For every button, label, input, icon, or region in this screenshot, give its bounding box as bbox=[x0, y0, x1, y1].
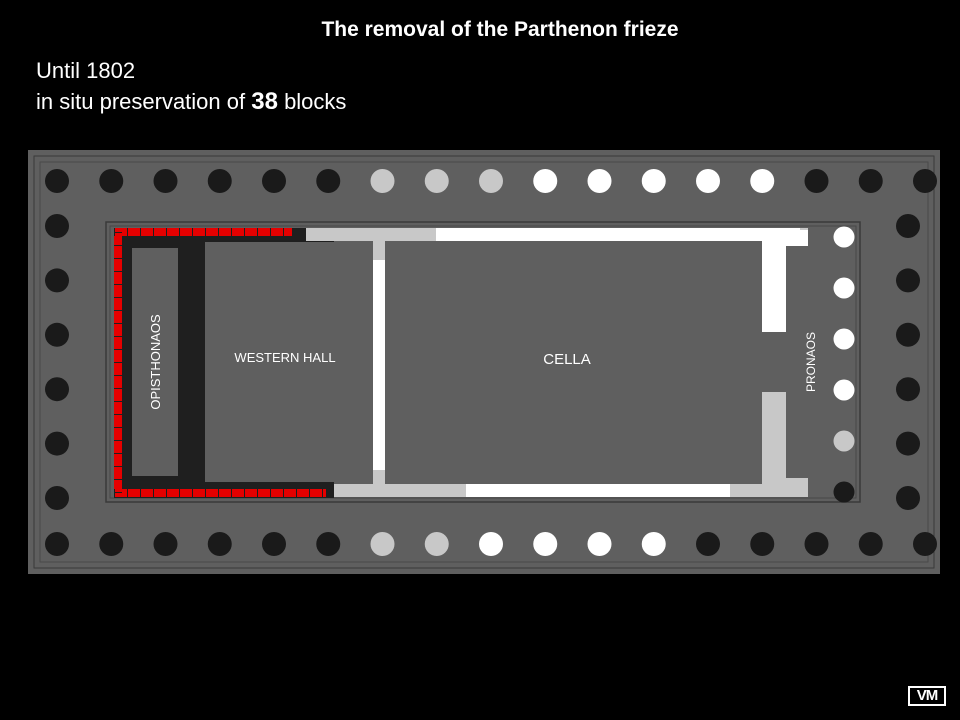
column-pronaos bbox=[833, 430, 855, 452]
column-south bbox=[641, 532, 666, 556]
west-cross-wall-grey-bottom bbox=[373, 470, 385, 484]
column-north bbox=[696, 169, 720, 193]
column-south bbox=[804, 532, 829, 556]
frieze-in-situ-group bbox=[114, 228, 326, 497]
east-anta-bottom bbox=[786, 478, 808, 497]
stylobate-inner-line-2 bbox=[39, 161, 929, 563]
opisthonaos-room bbox=[132, 248, 178, 476]
column-west bbox=[45, 377, 69, 402]
column-north bbox=[153, 169, 178, 193]
south-frieze-white bbox=[466, 484, 730, 497]
label-western-hall: WESTERN HALL bbox=[234, 350, 335, 365]
column-south bbox=[370, 532, 395, 556]
label-pronaos: PRONAOS bbox=[804, 332, 818, 392]
south-frieze-grey bbox=[334, 484, 466, 497]
column-north bbox=[262, 169, 286, 193]
slide-title: The removal of the Parthenon frieze bbox=[321, 18, 679, 41]
column-pronaos bbox=[833, 328, 855, 350]
frieze-in-situ-south bbox=[114, 489, 326, 497]
column-west bbox=[45, 214, 69, 238]
column-west bbox=[45, 431, 69, 456]
column-south bbox=[207, 532, 232, 556]
column-south bbox=[587, 532, 612, 556]
column-north bbox=[45, 169, 69, 193]
column-east bbox=[896, 377, 920, 402]
column-north bbox=[913, 169, 937, 193]
frieze-in-situ-north bbox=[114, 228, 292, 236]
column-north bbox=[641, 169, 666, 193]
column-south bbox=[99, 532, 124, 556]
column-north bbox=[479, 169, 503, 193]
column-south bbox=[913, 532, 937, 556]
naos-outline-inner bbox=[109, 225, 857, 499]
east-anta-top bbox=[786, 230, 808, 246]
label-opisthonaos: OPISTHONAOS bbox=[148, 314, 163, 410]
column-north bbox=[99, 169, 124, 193]
column-north bbox=[370, 169, 395, 193]
stylobate-inner-line bbox=[33, 155, 935, 569]
column-pronaos bbox=[833, 379, 855, 401]
naos-outline bbox=[105, 221, 861, 503]
north-frieze-white bbox=[436, 228, 808, 241]
vm-logo: VM bbox=[908, 686, 946, 706]
subtitle-blocks: in situ preservation of 38 blocks bbox=[36, 88, 346, 116]
east-wall-lower bbox=[762, 392, 786, 484]
column-east bbox=[896, 322, 920, 347]
column-north bbox=[533, 169, 558, 193]
column-west bbox=[45, 322, 69, 347]
column-north bbox=[316, 169, 341, 193]
column-south bbox=[696, 532, 720, 556]
west-cross-wall bbox=[373, 238, 385, 484]
column-south bbox=[262, 532, 286, 556]
column-south bbox=[45, 532, 69, 556]
west-cross-wall-grey-top bbox=[373, 238, 385, 260]
subtitle-year: Until 1802 bbox=[36, 58, 136, 83]
column-south bbox=[858, 532, 883, 556]
column-south bbox=[750, 532, 775, 556]
peristyle-columns bbox=[45, 169, 937, 556]
column-north bbox=[207, 169, 232, 193]
north-frieze-grey bbox=[306, 228, 436, 241]
label-cella: CELLA bbox=[543, 351, 591, 368]
column-east bbox=[896, 431, 920, 456]
column-pronaos bbox=[833, 277, 855, 299]
column-west bbox=[45, 486, 69, 510]
column-pronaos bbox=[833, 226, 855, 248]
column-east bbox=[896, 214, 920, 238]
frieze-in-situ-west bbox=[114, 232, 122, 496]
column-south bbox=[153, 532, 178, 556]
column-south bbox=[316, 532, 341, 556]
western-hall-room bbox=[205, 242, 373, 482]
column-south bbox=[533, 532, 558, 556]
subtitle-prefix: in situ preservation of bbox=[36, 89, 246, 114]
east-wall-upper bbox=[762, 241, 786, 332]
column-east bbox=[896, 268, 920, 293]
column-east bbox=[896, 486, 920, 510]
block-count: 38 bbox=[251, 88, 278, 115]
column-north bbox=[858, 169, 883, 193]
column-north bbox=[587, 169, 612, 193]
column-north bbox=[750, 169, 775, 193]
column-west bbox=[45, 268, 69, 293]
column-north bbox=[804, 169, 829, 193]
column-north bbox=[424, 169, 449, 193]
column-pronaos bbox=[833, 481, 855, 503]
column-south bbox=[424, 532, 449, 556]
subtitle-suffix: blocks bbox=[284, 89, 347, 114]
cella-room bbox=[385, 242, 763, 482]
column-south bbox=[479, 532, 503, 556]
